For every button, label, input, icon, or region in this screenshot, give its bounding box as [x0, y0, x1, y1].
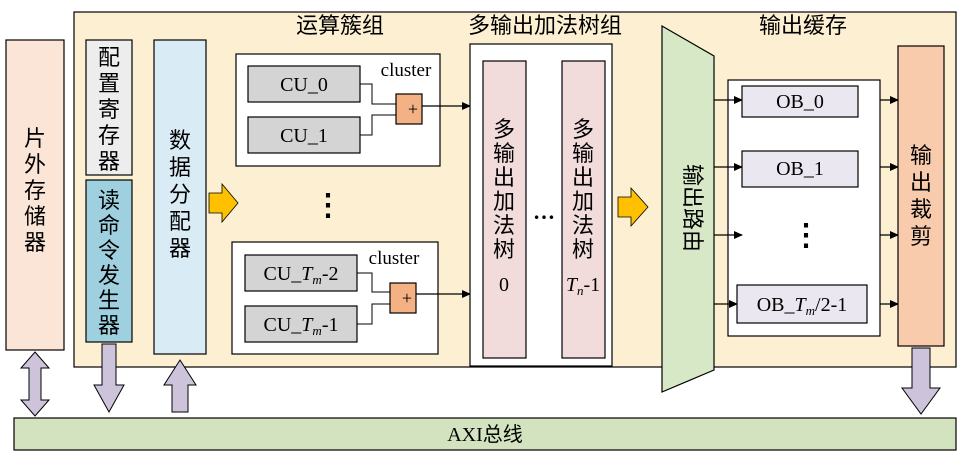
cu-tm1-box	[244, 305, 358, 343]
ob-last-label: OB_Tm/2-1	[757, 294, 848, 318]
ob-1-box	[741, 150, 859, 188]
adder-tree-last-label: 多输出加法树	[572, 117, 594, 262]
axi-bus	[13, 417, 957, 451]
cu-tm1-wire	[357, 303, 390, 325]
ob-ellipsis: ⋮	[791, 219, 821, 252]
cu-tm2-wire	[357, 272, 390, 293]
output-router	[661, 24, 715, 393]
cu-0-label: CU_0	[280, 74, 328, 96]
data-distributor	[153, 39, 207, 355]
ob-0-box	[741, 85, 859, 118]
bottom-cluster-label: cluster	[369, 248, 420, 269]
flow-arrow-to-router	[617, 186, 649, 228]
adder-tree-ellipsis: …	[533, 199, 555, 224]
data-distributor-label: 数据分配器	[169, 128, 191, 261]
bottom-adder-node	[389, 282, 417, 314]
read-cmd-generator-label: 读命令发生器	[98, 188, 120, 338]
output-cropper-label: 输出裁剪	[910, 143, 932, 249]
cluster-group-title: 运算簇组	[296, 13, 384, 38]
adder-tree-last	[561, 60, 606, 359]
cluster-ellipsis: ⋮	[313, 189, 343, 222]
cu-tm1-label: CU_Tm-1	[264, 314, 339, 338]
output-router-label: 输出路由	[680, 164, 705, 252]
external-memory	[5, 39, 65, 351]
cu-1-label: CU_1	[280, 125, 328, 147]
read-cmd-down-arrow	[93, 343, 125, 414]
config-register-label: 配置寄存器	[98, 45, 120, 174]
bottom-adder-plus-icon: +	[402, 288, 412, 308]
cu-1-wire	[360, 114, 396, 136]
memory-axi-double-arrow	[19, 351, 51, 417]
flow-arrow-to-clusters	[208, 182, 239, 224]
adder-tree-last-index: Tn-1	[566, 274, 600, 298]
ob-1-label: OB_1	[776, 158, 824, 180]
axi-bus-label: AXI总线	[447, 423, 523, 446]
top-adder-node	[395, 93, 423, 125]
external-memory-label: 片外存储器	[24, 126, 46, 255]
output-cropper	[897, 45, 945, 347]
top-adder-plus-icon: +	[408, 99, 418, 119]
top-cluster-label: cluster	[381, 60, 432, 81]
ob-0-label: OB_0	[776, 91, 824, 113]
adder-tree-0-index: 0	[499, 274, 509, 296]
distributor-up-arrow	[163, 359, 197, 413]
cu-0-wire	[360, 83, 396, 105]
cropper-down-arrow	[901, 347, 941, 415]
config-register	[85, 39, 133, 176]
cu-1-box	[247, 116, 361, 154]
ob-last-box	[736, 284, 868, 324]
cu-tm2-label: CU_Tm-2	[264, 263, 339, 287]
adder-tree-group-title: 多输出加法树组	[468, 13, 622, 38]
output-buffer-title: 输出缓存	[759, 13, 847, 38]
adder-tree-0-label: 多输出加法树	[493, 117, 515, 262]
adder-tree-0	[482, 60, 527, 359]
read-cmd-generator	[85, 179, 133, 343]
